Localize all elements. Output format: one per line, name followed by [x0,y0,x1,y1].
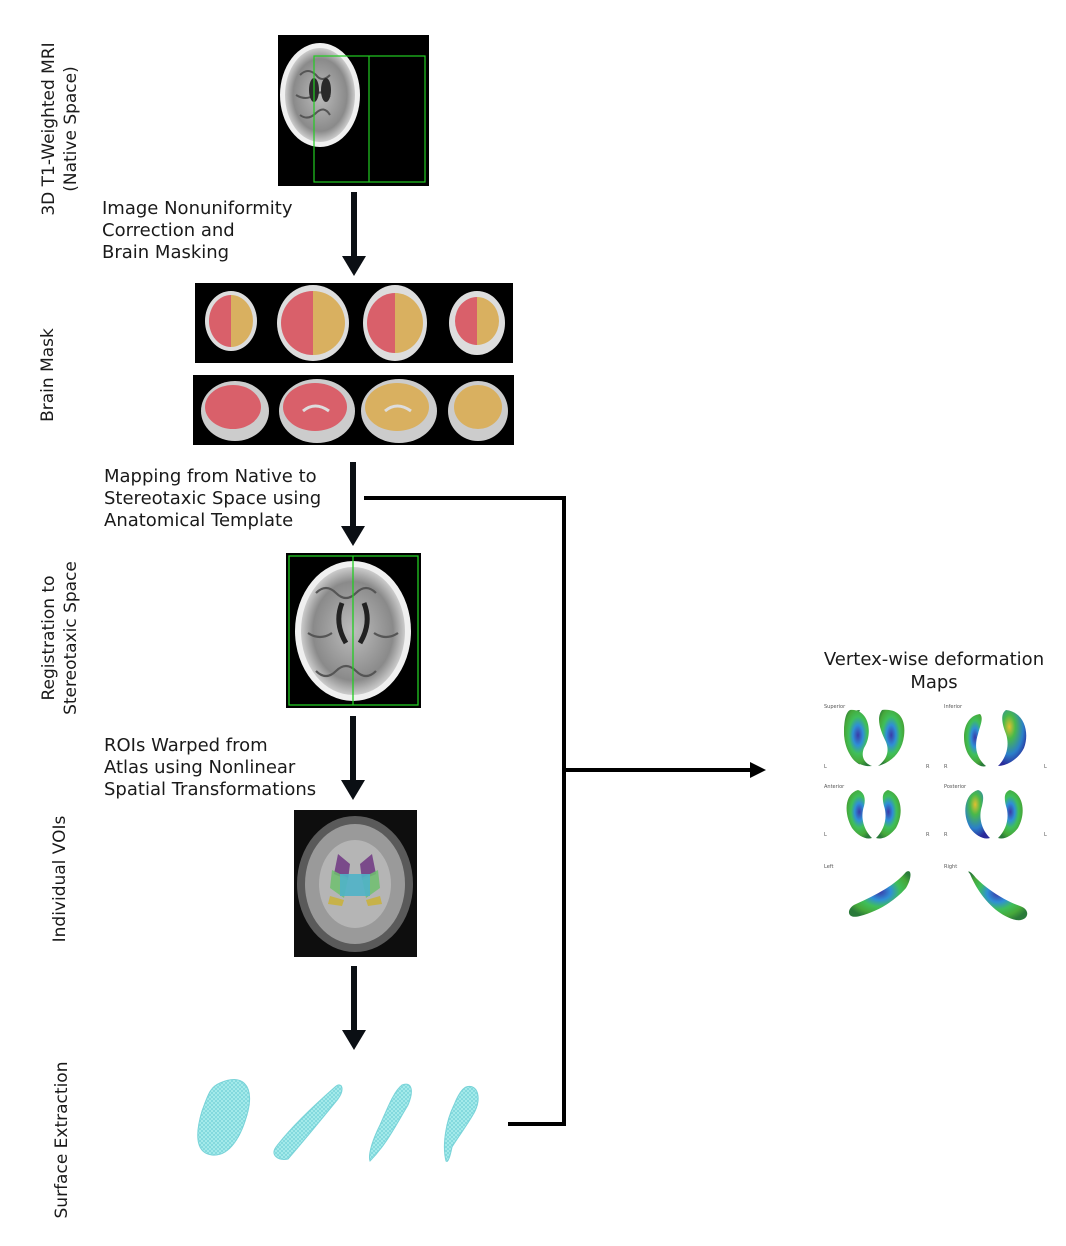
surface-extraction-shapes [197,1079,479,1162]
side-label-vois-text: Individual VOIs [50,815,70,943]
mri-native-image [278,35,429,186]
view-label-posterior: Posterior [944,784,967,790]
arrow-down-3 [341,716,365,800]
view-label-superior-left: L [824,764,827,770]
side-label-brain-mask-text: Brain Mask [38,328,58,422]
view-label-superior: Superior [824,704,846,710]
view-label-posterior-right: L [1044,832,1047,838]
view-label-inferior-right: L [1044,764,1047,770]
brain-mask-coronal-row [195,283,513,363]
step-label-rois: ROIs Warped from Atlas using Nonlinear S… [104,735,316,801]
step-nonuniformity-line1: Image Nonuniformity [102,198,293,219]
step-mapping-line3: Anatomical Template [104,510,294,531]
side-label-mri: 3D T1-Weighted MRI (Native Space) [38,29,82,229]
registration-image [286,553,421,708]
deformation-maps-panel: Superior Inferior L R R L Anterior Poste… [820,702,1052,930]
brain-mask-sagittal-row [193,375,514,445]
step-label-mapping: Mapping from Native to Stereotaxic Space… [104,466,321,532]
side-label-registration: Registration to Stereotaxic Space [38,558,82,718]
step-rois-line3: Spatial Transformations [104,779,317,800]
side-label-registration-line1: Registration to [39,575,59,701]
arrow-down-2 [341,462,365,546]
arrow-down-4 [342,966,366,1050]
side-label-surface-text: Surface Extraction [52,1061,72,1219]
view-label-posterior-left: R [944,832,948,838]
side-label-vois: Individual VOIs [49,804,71,954]
side-label-surface: Surface Extraction [51,1060,73,1220]
view-label-anterior-left: L [824,832,827,838]
view-label-anterior: Anterior [824,784,845,790]
side-label-brain-mask: Brain Mask [37,315,59,435]
step-mapping-line1: Mapping from Native to [104,466,317,487]
view-label-right: Right [944,864,958,870]
side-label-mri-line2: (Native Space) [61,66,81,192]
step-nonuniformity-line3: Brain Masking [102,242,230,263]
deformation-title-line2: Maps [910,672,958,693]
individual-vois-image [294,810,417,957]
connector-lines [364,496,766,1126]
view-label-inferior-left: R [944,764,948,770]
step-rois-line1: ROIs Warped from [104,735,268,756]
arrow-down-1 [342,192,366,276]
view-label-superior-right: R [926,764,930,770]
view-label-inferior: Inferior [944,704,963,710]
deformation-title-line1: Vertex-wise deformation [823,649,1045,670]
step-label-nonuniformity: Image Nonuniformity Correction and Brain… [102,198,292,264]
step-rois-line2: Atlas using Nonlinear [104,757,296,778]
step-mapping-line2: Stereotaxic Space using [104,488,322,509]
side-label-mri-line1: 3D T1-Weighted MRI [39,42,59,216]
side-label-registration-line2: Stereotaxic Space [61,561,81,715]
deformation-title: Vertex-wise deformation Maps [800,648,1066,694]
view-label-left: Left [824,864,834,870]
view-label-anterior-right: R [926,832,930,838]
step-nonuniformity-line2: Correction and [102,220,235,241]
